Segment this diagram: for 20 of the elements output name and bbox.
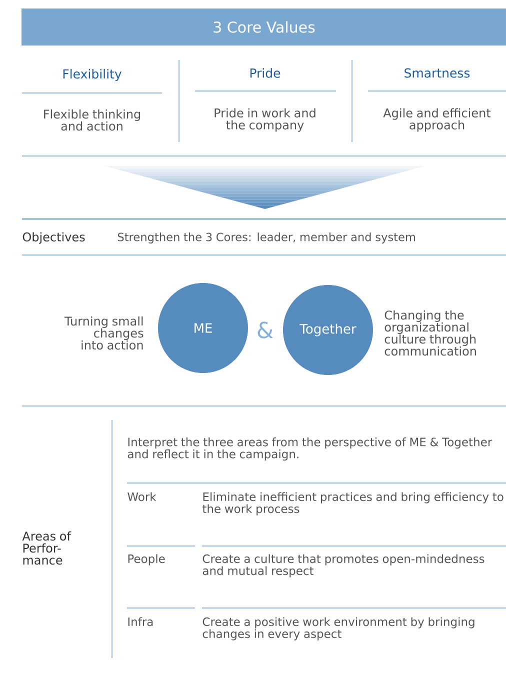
value-description: Agile and efficient approach: [383, 108, 491, 132]
caption-text: Changing the organizational culture through communication: [384, 310, 476, 356]
column-heading: Smartness: [404, 68, 470, 78]
area-description: Create a culture that promotes open-mindedness and mutual respect: [202, 554, 484, 578]
area-name: People: [128, 554, 165, 566]
value-description: Flexible thinking and action: [44, 109, 140, 131]
area-name: Work: [128, 492, 156, 502]
value-description: Pride in work and the company: [214, 108, 316, 132]
ampersand: &: [258, 322, 273, 338]
row-heading: Objectives: [22, 232, 85, 244]
area-name: Infra: [128, 617, 153, 626]
objective-text: Strengthen the 3 Cores: leader, member and system: [118, 232, 416, 244]
area-description: Create a positive work environment by bringing changes in every aspect: [202, 617, 474, 640]
caption-text: Turning small changes into action: [64, 316, 144, 350]
intro-text: Interpret the three areas from the perspective of ME & Together and reflect it in the campaign.: [128, 437, 492, 461]
column-heading: Pride: [250, 68, 280, 78]
area-description: Eliminate inefficient practices and bring efficiency to the work process: [202, 492, 504, 516]
row-heading: Areas of Perfor-mance: [22, 531, 72, 565]
column-heading: Flexibility: [63, 68, 122, 82]
title-band: 3 Core Values: [22, 8, 506, 46]
